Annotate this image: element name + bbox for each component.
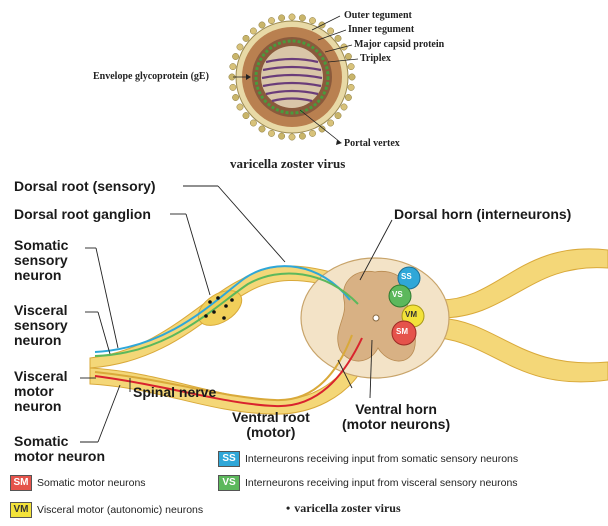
glycoprotein-spike [232,94,238,100]
glycoprotein-spike [345,94,351,100]
legend-swatch-vs: VS [218,475,240,491]
label-line: motor [14,384,67,399]
glycoprotein-spike [335,35,341,41]
region-vs-code: VS [392,290,403,299]
glycoprotein-spike [243,112,249,118]
legend-vm: VM Visceral motor (autonomic) neurons [10,502,203,518]
legend-sm: SM Somatic motor neurons [10,475,146,491]
label-line: Ventral root [232,410,310,425]
virus-illustration [229,14,358,145]
label-line: motor neuron [14,449,105,464]
glycoprotein-spike [259,126,265,132]
glycoprotein-spike [345,53,351,59]
glycoprotein-spike [299,133,305,139]
label-line: (motor neurons) [342,417,450,432]
glycoprotein-spike [237,104,243,110]
label-line: Visceral [14,303,68,318]
label-envelope-glycoprotein: Envelope glycoprotein (gE) [93,71,209,82]
glycoprotein-spike [327,120,333,126]
glycoprotein-spike [289,134,295,140]
legend-virus-marker: • varicella zoster virus [286,501,401,516]
glycoprotein-spike [289,14,295,20]
label-line: Somatic [14,238,68,253]
legend-swatch-sm: SM [10,475,32,491]
glycoprotein-spike [278,15,284,21]
glycoprotein-spike [349,74,355,80]
legend-text-vm: Visceral motor (autonomic) neurons [37,504,203,516]
region-vm-code: VM [405,310,417,319]
glycoprotein-spike [341,104,347,110]
glycoprotein-spike [250,28,256,34]
glycoprotein-spike [230,63,236,69]
legend-text-sm: Somatic motor neurons [37,477,146,489]
label-somatic-motor-neuron: Somatic motor neuron [14,434,105,464]
label-inner-tegument: Inner tegument [348,24,414,35]
label-line: neuron [14,399,67,414]
label-line: neuron [14,333,68,348]
label-triplex: Triplex [360,53,391,64]
label-visceral-motor-neuron: Visceral motor neuron [14,369,67,414]
label-line: sensory [14,253,68,268]
glycoprotein-spike [327,28,333,34]
label-portal-vertex: Portal vertex [344,138,400,149]
glycoprotein-spike [335,112,341,118]
right-dorsal-branch [440,249,608,318]
legend-ss: SS Interneurons receiving input from som… [218,451,518,467]
label-line: sensory [14,318,68,333]
right-ventral-branch [440,318,608,382]
label-line: Somatic [14,434,105,449]
label-ventral-root: Ventral root (motor) [232,410,310,440]
label-major-capsid: Major capsid protein [354,39,444,50]
virus-title: varicella zoster virus [230,156,345,172]
glycoprotein-spike [230,84,236,90]
label-spinal-nerve: Spinal nerve [133,385,216,400]
central-canal [373,315,379,321]
legend-virus-dot: • [286,501,290,516]
label-ventral-horn: Ventral horn (motor neurons) [342,402,450,432]
glycoprotein-spike [237,44,243,50]
label-somatic-sensory-neuron: Somatic sensory neuron [14,238,68,283]
glycoprotein-spike [232,53,238,59]
region-ss-code: SS [401,272,412,281]
glycoprotein-spike [278,133,284,139]
legend-virus-text: varicella zoster virus [294,501,400,516]
label-visceral-sensory-neuron: Visceral sensory neuron [14,303,68,348]
glycoprotein-spike [259,22,265,28]
glycoprotein-spike [250,120,256,126]
label-dorsal-root: Dorsal root (sensory) [14,179,156,194]
label-line: Ventral horn [342,402,450,417]
glycoprotein-spike [348,63,354,69]
glycoprotein-spike [299,15,305,21]
label-dorsal-root-ganglion: Dorsal root ganglion [14,207,151,222]
label-outer-tegument: Outer tegument [344,10,412,21]
glycoprotein-spike [348,84,354,90]
ventral-root [90,360,364,414]
label-line: (motor) [232,425,310,440]
legend-swatch-ss: SS [218,451,240,467]
glycoprotein-spike [268,17,274,23]
glycoprotein-spike [309,17,315,23]
legend-vs: VS Interneurons receiving input from vis… [218,475,518,491]
region-sm-code: SM [396,327,408,336]
legend-swatch-vm: VM [10,502,32,518]
label-line: neuron [14,268,68,283]
label-dorsal-horn: Dorsal horn (interneurons) [394,207,571,222]
legend-text-ss: Interneurons receiving input from somati… [245,453,518,465]
glycoprotein-spike [309,130,315,136]
label-line: Visceral [14,369,67,384]
glycoprotein-spike [268,130,274,136]
glycoprotein-spike [243,35,249,41]
legend-text-vs: Interneurons receiving input from viscer… [245,477,518,489]
